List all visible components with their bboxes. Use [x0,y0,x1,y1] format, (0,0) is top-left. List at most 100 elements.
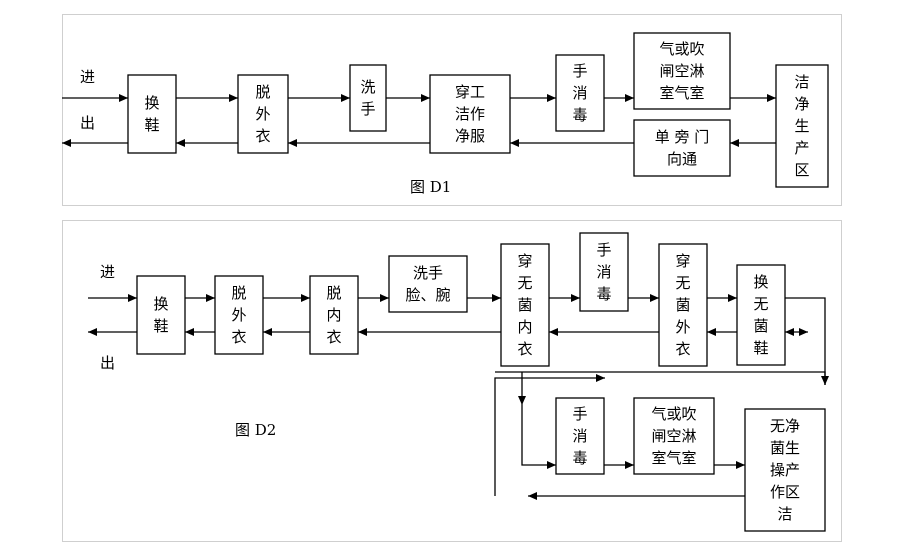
d1-wear-clean-uniform-label-line: 穿工 [455,83,485,101]
d1-arrow-outer-to-shoes [176,139,238,147]
d2-hand-disinfect-1-label-line: 毒 [596,285,611,303]
d2-sterile-outerwear-rect [658,243,708,367]
d2-hand-disinfect-1-rect [579,232,629,312]
d2-sterile-zone-label-line: 无净 [770,417,800,435]
connector-lines [62,94,829,500]
d2-sterile-outerwear-label-line: 穿 [675,252,690,270]
d2-sterile-outerwear-label-line: 外 [675,318,690,336]
d1-remove-outerwear-box: 脱外衣 [237,74,289,154]
d2-caption: 图 D2 [235,421,276,439]
d1-change-shoes-box: 换鞋 [127,74,177,154]
d1-clean-zone-label-line: 净 [794,95,809,113]
d1-exit-label: 出 [80,114,95,132]
d1-change-shoes-label-line: 鞋 [144,116,159,134]
d2-arrow-outer-to-inner [263,294,310,302]
d1-remove-outerwear-label-line: 脱 [255,83,270,101]
d1-arrow-outer-to-wash [288,94,350,102]
d2-arrow-sterile-inner-to-disinfect [549,294,580,302]
d1-remove-outerwear-label-line: 外 [255,105,270,123]
d1-one-way-door-rect [633,119,731,177]
d2-arrow-shoes-to-outer [185,294,215,302]
d2-change-shoes-rect [136,275,186,355]
d2-arrow-zone-exit [528,492,745,500]
d2-exit-label: 出 [100,354,115,372]
d1-air-shower-label-line: 室气室 [659,84,704,102]
d1-hand-disinfect-box: 手消毒 [555,54,605,132]
d1-arrow-uniform-to-outer [288,139,430,147]
d2-arrow-disinfect-to-shower [604,461,634,469]
d2-hand-disinfect-2-label-line: 消 [572,427,587,445]
d1-arrow-shower-to-zone [730,94,776,102]
d2-arrow-loop-back [495,371,826,405]
d2-sterile-underwear-label-line: 穿 [517,252,532,270]
d1-wash-hands-box: 洗手 [349,64,387,132]
d2-wash-hands-face-rect [388,255,468,313]
d1-wash-hands-rect [349,64,387,132]
d2-remove-underwear-rect [309,275,359,355]
d2-remove-outerwear-box: 脱外衣 [214,275,264,355]
d2-sterile-zone-label-line: 洁 [777,505,792,523]
d2-arrow-exit [88,328,137,336]
d1-change-shoes-label-line: 换 [144,94,159,112]
d1-one-way-door-box: 单 旁 门向通 [633,119,731,177]
d2-remove-underwear-label-line: 衣 [326,328,341,346]
d1-wear-clean-uniform-label-line: 洁作 [455,105,485,123]
d1-arrow-wash-to-uniform [386,94,430,102]
d2-change-shoes-box: 换鞋 [136,275,186,355]
d2-arrow-into-disinfect [521,405,556,469]
d1-hand-disinfect-rect [555,54,605,132]
d2-arrow-shoes-to-sterile-outer [707,328,737,336]
d1-air-shower-label-line: 气或吹 [659,40,704,58]
d2-sterile-outerwear-label-line: 菌 [675,296,690,314]
d2-change-shoes-label-line: 鞋 [153,317,168,335]
d2-air-shower-label-line: 室气室 [651,449,696,467]
d2-arrow-enter [88,294,137,302]
d1-air-shower-rect [633,32,731,110]
d1-entry-label: 进 [80,68,95,86]
d1-air-shower-label-line: 闸空淋 [659,62,704,80]
d1-clean-zone-label-line: 产 [794,139,809,157]
d2-arrow-inner-to-outer [263,328,310,336]
d1-remove-outerwear-label-line: 衣 [255,127,270,145]
d2-sterile-zone-rect [744,408,826,532]
d1-one-way-door-label-line: 单 旁 门 [655,128,710,146]
d1-change-shoes-rect [127,74,177,154]
d1-wear-clean-uniform-label-line: 净服 [455,127,485,145]
d2-remove-outerwear-rect [214,275,264,355]
d2-hand-disinfect-1-box: 手消毒 [579,232,629,312]
d2-wash-hands-face-label-line: 脸、腕 [405,286,450,304]
d2-hand-disinfect-1-label-line: 消 [596,263,611,281]
d2-sterile-underwear-label-line: 菌 [517,296,532,314]
d2-hand-disinfect-2-label-line: 手 [572,405,587,423]
d2-sterile-shoes-label-line: 鞋 [753,339,768,357]
d2-wash-hands-face-label-line: 洗手 [413,264,443,282]
d2-sterile-zone-label-line: 操产 [770,461,800,479]
d2-entry-label: 进 [100,263,115,281]
d2-sterile-underwear-label-line: 无 [517,274,532,292]
d1-arrow-exit [62,139,128,147]
d2-arrow-outer-to-shoes [185,328,215,336]
d2-arrow-shower-to-zone [714,461,745,469]
d1-arrow-door-to-uniform [510,139,634,147]
d2-air-shower-label-line: 闸空淋 [651,427,696,445]
d2-sterile-outerwear-label-line: 衣 [675,340,690,358]
d1-clean-zone-label-line: 生 [794,117,809,135]
d2-remove-underwear-box: 脱内衣 [309,275,359,355]
d2-change-shoes-label-line: 换 [153,295,168,313]
d2-sterile-underwear-label-line: 衣 [517,340,532,358]
d2-arrow-wash-to-sterile-inner [467,294,501,302]
d2-arrow-sterile-outer-to-inner [549,328,659,336]
d2-remove-underwear-label-line: 脱 [326,284,341,302]
d2-sterile-zone-label-line: 菌生 [770,439,800,457]
d2-arrow-inner-to-wash [358,294,389,302]
d1-one-way-door-label-line: 向通 [667,150,697,168]
d2-hand-disinfect-1-label-line: 手 [596,241,611,259]
d2-hand-disinfect-2-label-line: 毒 [572,449,587,467]
